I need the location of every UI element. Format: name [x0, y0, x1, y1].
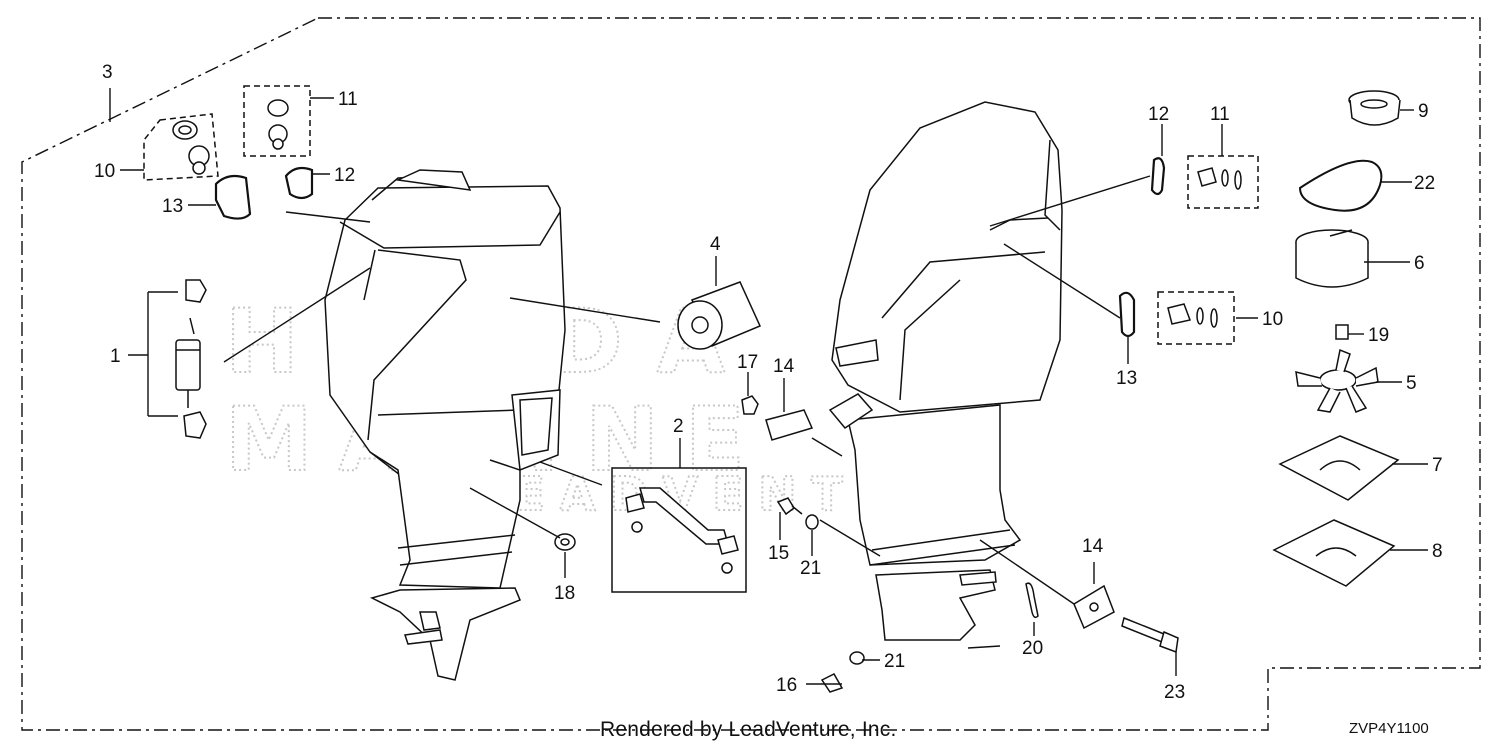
ring-gasket — [1298, 159, 1383, 212]
callout-19: 19 — [1368, 325, 1389, 346]
rendered-by-credit: Rendered by LeadVenture, Inc. — [600, 718, 897, 741]
callout-22: 22 — [1414, 173, 1435, 194]
drain-plug-kit-right-b — [1157, 291, 1235, 345]
callout-11-right: 11 — [1210, 104, 1230, 125]
callout-13-left: 13 — [162, 196, 183, 217]
impeller — [1295, 348, 1379, 413]
anode-upper — [765, 409, 814, 441]
pump-housing — [1295, 229, 1369, 288]
callout-11-left: 11 — [338, 89, 358, 110]
seal-ring-left — [284, 166, 314, 200]
callout-numbers: 3 1 10 13 11 12 4 2 17 14 18 15 21 12 11… — [94, 62, 1443, 703]
callout-2: 2 — [673, 416, 684, 437]
callout-16: 16 — [776, 675, 797, 696]
gasket-plate-lower — [1272, 519, 1396, 587]
callout-21-upper: 21 — [800, 558, 821, 579]
anode-lower — [1073, 584, 1115, 630]
callout-13-right: 13 — [1116, 368, 1137, 389]
drain-plug-kit-left — [143, 113, 219, 181]
drain-bolt — [820, 673, 844, 693]
callout-4: 4 — [710, 234, 721, 255]
cotter-pin — [1025, 582, 1039, 619]
callout-6: 6 — [1414, 253, 1425, 274]
leader-lines — [109, 88, 1428, 685]
callout-9: 9 — [1418, 101, 1429, 122]
long-bolt — [1121, 616, 1179, 654]
callout-8: 8 — [1432, 541, 1443, 562]
diagram-code: ZVP4Y1100 — [1349, 720, 1429, 737]
callout-10-left: 10 — [94, 161, 115, 182]
fuel-filter — [175, 279, 207, 439]
seal-ring-right — [1150, 157, 1166, 196]
drain-plug-kit-right — [1187, 155, 1259, 209]
bracket-kit — [611, 467, 747, 593]
drain-plug-kit-left-b — [243, 85, 311, 157]
hex-nut — [741, 395, 759, 415]
callout-17: 17 — [737, 352, 758, 373]
callout-12-right: 12 — [1148, 104, 1169, 125]
washer-21-upper — [805, 514, 819, 530]
impeller-key — [1335, 324, 1349, 340]
callout-18: 18 — [554, 583, 575, 604]
callout-21-lower: 21 — [884, 651, 905, 672]
water-seal — [1348, 90, 1401, 126]
seal-gasket-left — [214, 174, 252, 220]
oil-filter — [677, 281, 762, 350]
assembly-boundary — [21, 17, 1481, 731]
left-outboard-engine — [324, 169, 566, 681]
callout-3: 3 — [102, 62, 113, 83]
callout-14-upper: 14 — [773, 356, 795, 377]
callout-23: 23 — [1164, 682, 1185, 703]
callout-7: 7 — [1432, 455, 1443, 476]
callout-20: 20 — [1022, 638, 1043, 659]
seal-gasket-right — [1118, 291, 1136, 338]
gasket-plate-upper — [1278, 435, 1400, 501]
right-outboard-engine — [828, 101, 1063, 641]
callout-10-right: 10 — [1262, 309, 1283, 330]
callout-15: 15 — [768, 543, 789, 564]
callout-14-lower: 14 — [1082, 536, 1104, 557]
washer-21-lower — [849, 651, 865, 665]
flange-bolt — [776, 497, 803, 516]
callout-12-left: 12 — [334, 165, 355, 186]
callout-1: 1 — [110, 346, 121, 367]
callout-5: 5 — [1406, 373, 1417, 394]
